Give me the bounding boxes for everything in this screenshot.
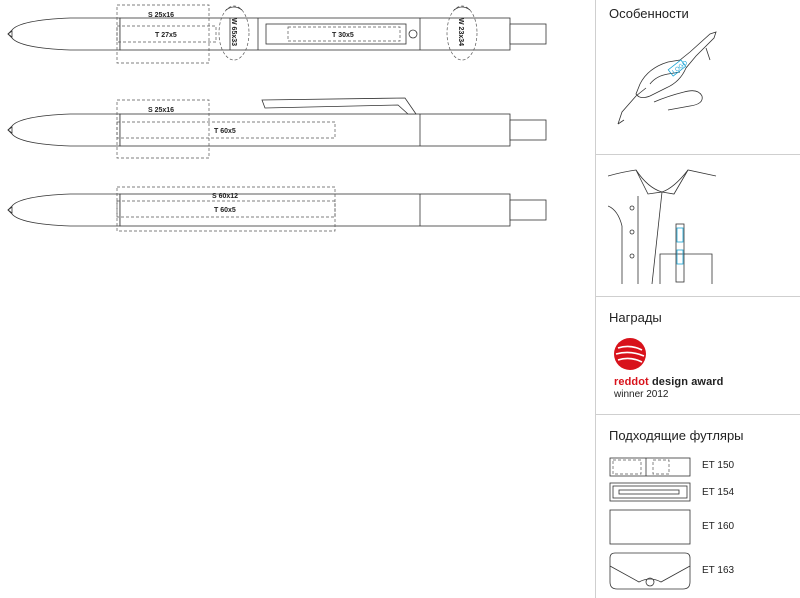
- pen1-label-w-right: W 23x34: [457, 18, 464, 46]
- award-rest-text: design award: [648, 376, 724, 388]
- case-et163-label: ET 163: [702, 565, 735, 576]
- awards-title: Награды: [609, 310, 662, 325]
- case-et154-icon: [609, 482, 691, 502]
- case-et150-icon: [609, 457, 691, 477]
- award-reddot-text: reddot: [614, 376, 649, 388]
- pen-3: S 60x12 T 60x5: [7, 186, 547, 232]
- pen3-label-t: T 60x5: [214, 207, 236, 214]
- pen-drawings: S 25x16 T 27x5 W 65x33 T 30x5 W 23x34 S …: [7, 4, 547, 232]
- case-et163-icon: [609, 552, 691, 590]
- pen1-label-t-left: T 27x5: [155, 32, 177, 39]
- features-title: Особенности: [609, 6, 689, 21]
- case-et154-label: ET 154: [702, 487, 735, 498]
- hand-writing-icon: LOGO: [617, 31, 717, 125]
- shirt-pocket-icon: [608, 169, 717, 284]
- sidebar: Особенности LOGO Награды re: [595, 0, 800, 598]
- case-et160-icon: [609, 509, 691, 545]
- award-name: reddot design award: [614, 376, 723, 388]
- cases-title: Подходящие футляры: [609, 428, 744, 443]
- case-et150-label: ET 150: [702, 460, 735, 471]
- case-et160-label: ET 160: [702, 521, 735, 532]
- pen1-label-w-left: W 65x33: [230, 18, 237, 46]
- award-winner: winner 2012: [614, 389, 669, 400]
- pen1-label-s: S 25x16: [148, 12, 174, 19]
- pen3-label-s: S 60x12: [212, 193, 238, 200]
- pen2-label-t: T 60x5: [214, 128, 236, 135]
- pen1-label-t-clip: T 30x5: [332, 32, 354, 39]
- pen2-label-s: S 25x16: [148, 107, 174, 114]
- pen-2: S 25x16 T 60x5: [7, 97, 547, 159]
- reddot-logo-icon: [614, 338, 646, 370]
- pen-1: S 25x16 T 27x5 W 65x33 T 30x5 W 23x34: [7, 4, 547, 64]
